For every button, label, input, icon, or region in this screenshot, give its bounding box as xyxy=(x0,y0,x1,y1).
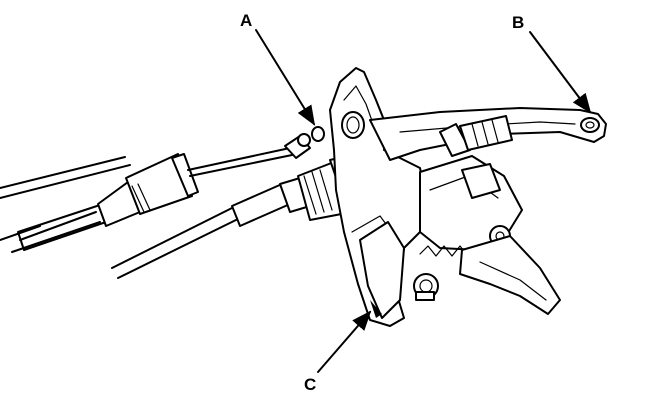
bracket-c-part xyxy=(329,67,431,327)
label-c: C xyxy=(304,375,316,394)
label-a: A xyxy=(240,11,252,30)
callout-c: C xyxy=(304,310,372,394)
upper-cable xyxy=(0,126,325,253)
label-b: B xyxy=(512,13,524,32)
callout-a: A xyxy=(240,11,316,126)
callout-b: B xyxy=(512,13,592,114)
pivot-assembly xyxy=(413,155,561,315)
shift-lever-arm xyxy=(369,107,607,161)
clip-a-part xyxy=(311,126,325,142)
